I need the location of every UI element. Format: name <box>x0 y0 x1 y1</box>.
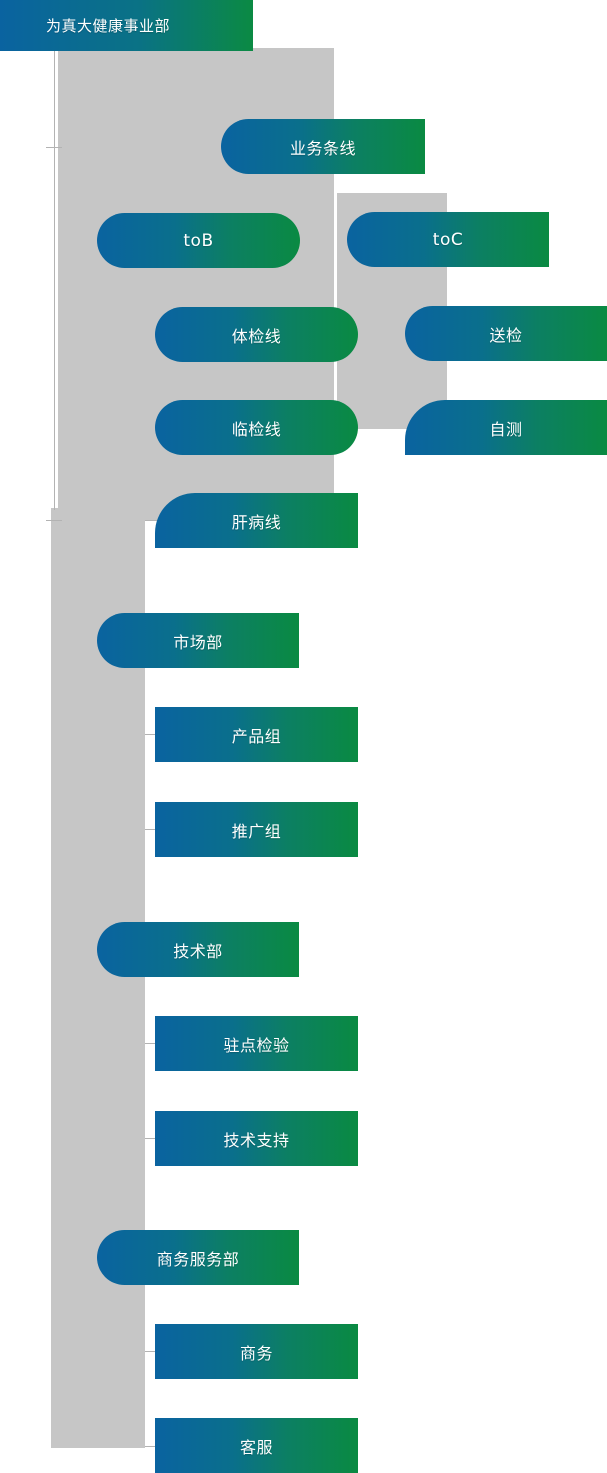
node-clinical-line[interactable]: 临检线 <box>155 400 358 455</box>
node-marketing-dept[interactable]: 市场部 <box>97 613 299 668</box>
connector-tick-customer-service <box>145 1446 161 1447</box>
connector-tick-onsite-inspection <box>145 1043 161 1044</box>
node-onsite-inspection[interactable]: 驻点检验 <box>155 1016 358 1071</box>
node-checkup-line-label: 体检线 <box>231 326 282 346</box>
node-self-test-label: 自测 <box>489 419 523 439</box>
connector-tick-technical-support <box>145 1138 161 1139</box>
node-tob-label: toB <box>183 230 214 251</box>
node-liver-line[interactable]: 肝病线 <box>155 493 358 548</box>
node-toc-label: toC <box>432 229 464 250</box>
node-business-service-dept-label: 商务服务部 <box>156 1249 240 1269</box>
node-tob[interactable]: toB <box>97 213 300 268</box>
node-technical-support-label: 技术支持 <box>223 1130 290 1150</box>
node-checkup-line[interactable]: 体检线 <box>155 307 358 362</box>
node-business-label: 商务 <box>239 1343 273 1363</box>
connector-tick-liver-line <box>46 520 62 521</box>
node-technical-support[interactable]: 技术支持 <box>155 1111 358 1166</box>
node-product-group-label: 产品组 <box>231 726 282 746</box>
node-promotion-group[interactable]: 推广组 <box>155 802 358 857</box>
node-business[interactable]: 商务 <box>155 1324 358 1379</box>
page-title: 为真大健康事业部 <box>46 17 171 35</box>
node-customer-service[interactable]: 客服 <box>155 1418 358 1473</box>
node-promotion-group-label: 推广组 <box>231 821 282 841</box>
page-title-banner: 为真大健康事业部 <box>0 0 253 51</box>
connector-tick-liver-stub <box>145 520 161 521</box>
node-liver-line-label: 肝病线 <box>231 512 282 532</box>
node-send-test[interactable]: 送检 <box>405 306 607 361</box>
connector-tick-business <box>145 1351 161 1352</box>
node-clinical-line-label: 临检线 <box>231 419 282 439</box>
node-marketing-dept-label: 市场部 <box>173 632 223 652</box>
node-toc[interactable]: toC <box>347 212 549 267</box>
connector-trunk-vertical <box>54 48 55 510</box>
node-business-line-label: 业务条线 <box>289 138 356 158</box>
node-send-test-label: 送检 <box>489 325 523 345</box>
node-business-service-dept[interactable]: 商务服务部 <box>97 1230 299 1285</box>
node-onsite-inspection-label: 驻点检验 <box>223 1035 290 1055</box>
connector-tick-business-line <box>46 147 62 148</box>
connector-tick-promotion-group <box>145 829 161 830</box>
node-self-test[interactable]: 自测 <box>405 400 607 455</box>
node-business-line[interactable]: 业务条线 <box>221 119 425 174</box>
node-technology-dept[interactable]: 技术部 <box>97 922 299 977</box>
node-product-group[interactable]: 产品组 <box>155 707 358 762</box>
node-customer-service-label: 客服 <box>239 1437 273 1457</box>
node-technology-dept-label: 技术部 <box>173 941 223 961</box>
connector-tick-product-group <box>145 734 161 735</box>
